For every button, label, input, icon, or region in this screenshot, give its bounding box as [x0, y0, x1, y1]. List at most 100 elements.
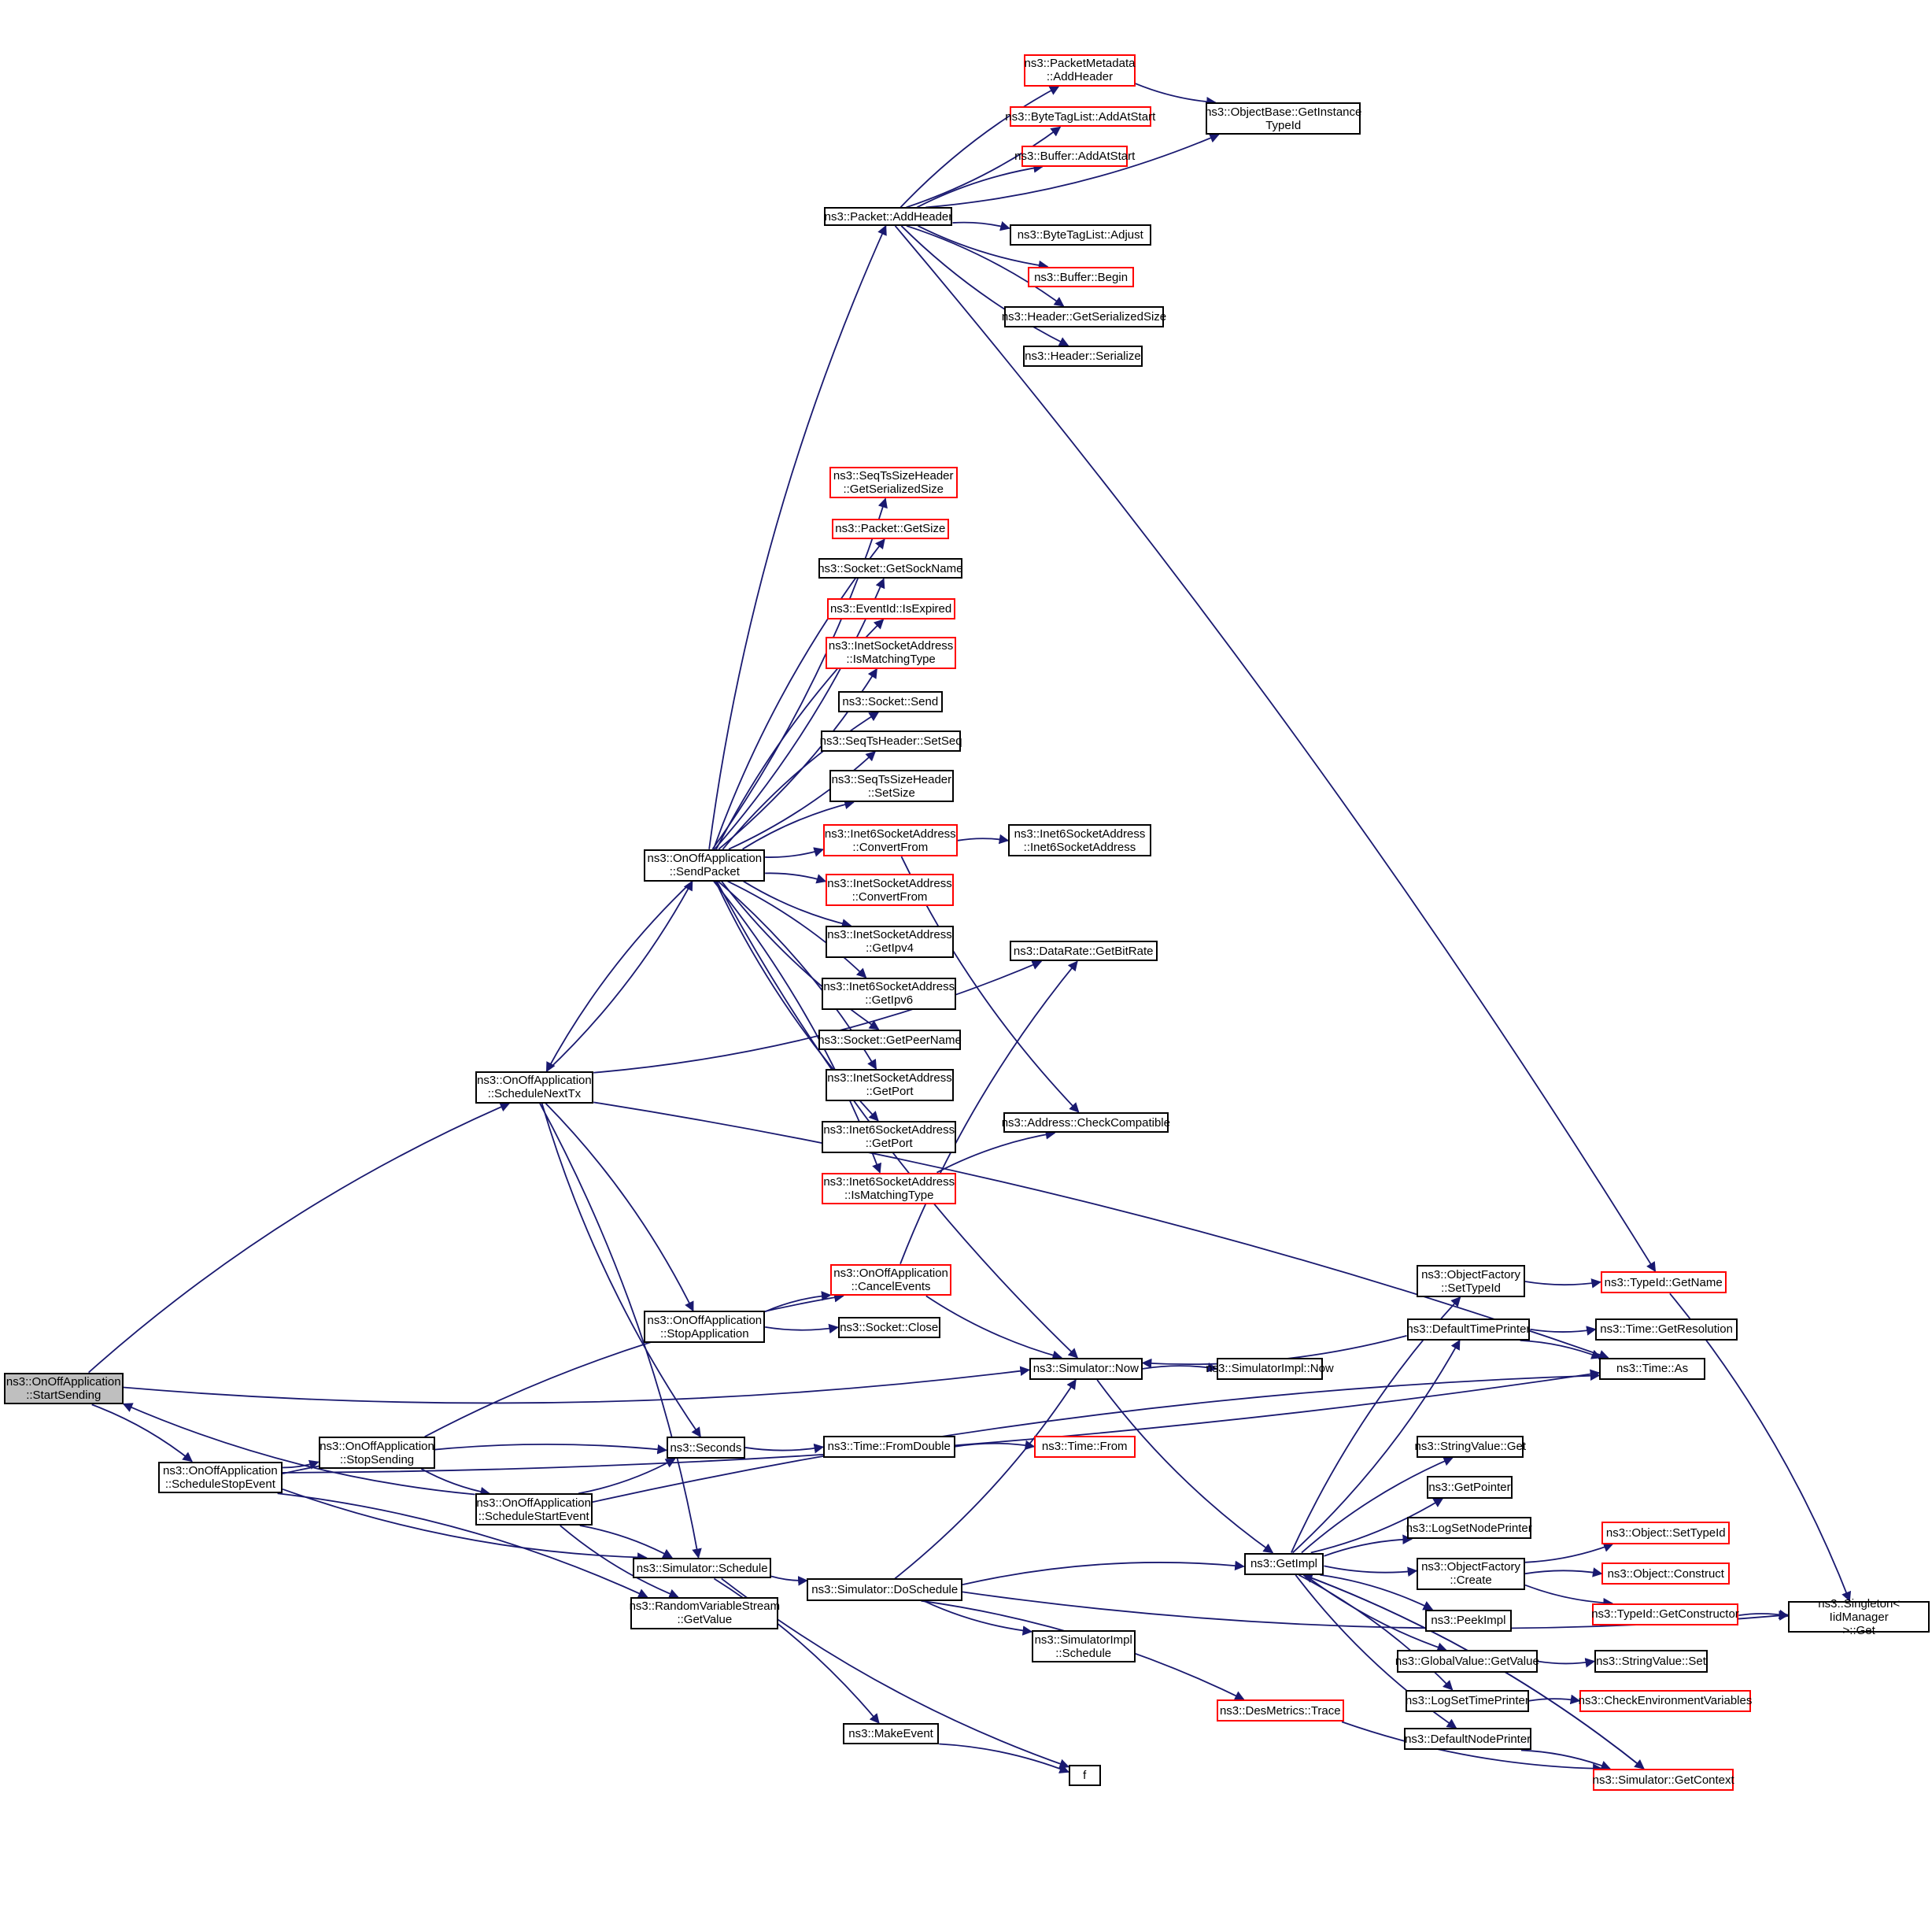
node-des-trace[interactable]: ns3::DesMetrics::Trace [1217, 1699, 1344, 1722]
node-addr-check-compat[interactable]: ns3::Address::CheckCompatible [1002, 1111, 1170, 1134]
node-sock-get-sock-name[interactable]: ns3::Socket::GetSockName [818, 557, 962, 579]
edge-logSetTimePrinter-to-checkEnvVars [1528, 1694, 1581, 1705]
node-sim-impl-schedule[interactable]: ns3::SimulatorImpl ::Schedule [1031, 1630, 1136, 1663]
node-time-from-double[interactable]: ns3::Time::FromDouble [822, 1435, 955, 1458]
edge-packetAddHeader-to-bufBegin [917, 225, 1049, 271]
node-schedule-stop-event[interactable]: ns3::OnOffApplication ::ScheduleStopEven… [157, 1461, 283, 1494]
node-schedule-start-event[interactable]: ns3::OnOffApplication ::ScheduleStartEve… [475, 1493, 593, 1526]
node-i6sa-ctor[interactable]: ns3::Inet6SocketAddress ::Inet6SocketAdd… [1008, 824, 1151, 857]
node-isa-is-matching[interactable]: ns3::InetSocketAddress ::IsMatchingType [825, 637, 957, 669]
edge-sendPacket-to-sthSetSeq [728, 751, 876, 850]
node-def-node-printer[interactable]: ns3::DefaultNodePrinter [1404, 1728, 1531, 1751]
edge-packetAddHeader-to-hdrSerialize [900, 225, 1069, 346]
node-isa-get-port[interactable]: ns3::InetSocketAddress ::GetPort [825, 1068, 955, 1101]
edge-scheduleNextTx-to-drGetBitRate [593, 960, 1043, 1074]
node-time-from[interactable]: ns3::Time::From [1033, 1435, 1136, 1458]
node-isa-convert-from[interactable]: ns3::InetSocketAddress ::ConvertFrom [825, 874, 955, 906]
edge-simSchedule-to-simDoSchedule [770, 1575, 808, 1586]
node-def-time-printer[interactable]: ns3::DefaultTimePrinter [1406, 1318, 1530, 1341]
edge-gvGetValue-to-svSet [1537, 1658, 1596, 1668]
edge-simSchedule-to-makeEvent [713, 1577, 880, 1724]
node-seconds[interactable]: ns3::Seconds [666, 1437, 746, 1459]
edge-sendPacket-to-isaConvertFrom [765, 872, 827, 884]
node-sim-schedule[interactable]: ns3::Simulator::Schedule [633, 1557, 771, 1579]
node-sim-impl-now[interactable]: ns3::SimulatorImpl::Now [1206, 1357, 1334, 1381]
node-cancel-events[interactable]: ns3::OnOffApplication ::CancelEvents [830, 1263, 951, 1296]
node-socket-close[interactable]: ns3::Socket::Close [837, 1317, 940, 1338]
edge-scheduleStopEvent-to-simSchedule [282, 1488, 648, 1563]
node-sim-get-context[interactable]: ns3::Simulator::GetContext [1593, 1768, 1734, 1792]
node-eid-is-expired[interactable]: ns3::EventId::IsExpired [826, 598, 955, 620]
node-sv-get[interactable]: ns3::StringValue::Get [1415, 1435, 1526, 1458]
node-sim-now[interactable]: ns3::Simulator::Now [1029, 1357, 1143, 1381]
edge-sendPacket-to-i6saConvertFrom [765, 847, 825, 858]
node-rvs-get-value[interactable]: ns3::RandomVariableStream ::GetValue [630, 1596, 780, 1629]
node-get-pointer[interactable]: ns3::GetPointer [1426, 1476, 1513, 1499]
node-i6sa-get-ipv6[interactable]: ns3::Inet6SocketAddress ::GetIpv6 [822, 977, 957, 1010]
node-log-set-time-printer[interactable]: ns3::LogSetTimePrinter [1406, 1689, 1529, 1712]
node-i6sa-is-matching[interactable]: ns3::Inet6SocketAddress ::IsMatchingType [822, 1172, 957, 1205]
node-stsh-get-ser-size[interactable]: ns3::SeqTsSizeHeader ::GetSerializedSize [829, 466, 958, 499]
node-ob-get-instance-type-id[interactable]: ns3::ObjectBase::GetInstance TypeId [1205, 102, 1361, 135]
edge-packetAddHeader-to-btlAddAtStart [906, 126, 1062, 209]
edge-packetAddHeader-to-pmAddHeader [900, 85, 1060, 209]
node-btl-add-at-start[interactable]: ns3::ByteTagList::AddAtStart [1005, 105, 1155, 128]
edge-getImpl-to-svGet [1301, 1456, 1454, 1554]
node-i6sa-get-port[interactable]: ns3::Inet6SocketAddress ::GetPort [822, 1120, 957, 1153]
edge-tidGetCtor-to-singletonGet [1738, 1609, 1790, 1620]
node-schedule-next-tx[interactable]: ns3::OnOffApplication ::ScheduleNextTx [475, 1071, 594, 1104]
node-buf-add-at-start[interactable]: ns3::Buffer::AddAtStart [1014, 146, 1135, 167]
node-of-create[interactable]: ns3::ObjectFactory ::Create [1417, 1557, 1526, 1590]
node-gv-get-value[interactable]: ns3::GlobalValue::GetValue [1395, 1650, 1539, 1673]
node-singleton-get[interactable]: ns3::Singleton< IidManager >::Get [1788, 1597, 1930, 1637]
node-dr-get-bit-rate[interactable]: ns3::DataRate::GetBitRate [1009, 940, 1158, 962]
edge-simDoSchedule-to-simNow [894, 1378, 1077, 1580]
node-start-sending[interactable]: ns3::OnOffApplication ::StartSending [3, 1372, 124, 1405]
edge-getImpl-to-peekImpl [1320, 1574, 1434, 1611]
node-pm-add-header[interactable]: ns3::PacketMetadata ::AddHeader [1024, 54, 1136, 87]
node-of-set-type-id[interactable]: ns3::ObjectFactory ::SetTypeId [1417, 1265, 1526, 1297]
node-obj-construct[interactable]: ns3::Object::Construct [1601, 1563, 1731, 1585]
node-tid-get-name[interactable]: ns3::TypeId::GetName [1600, 1271, 1727, 1294]
node-stop-application[interactable]: ns3::OnOffApplication ::StopApplication [644, 1311, 766, 1343]
node-time-as[interactable]: ns3::Time::As [1599, 1357, 1705, 1381]
node-f[interactable]: f [1068, 1765, 1101, 1786]
edge-scheduleStopEvent-to-stopSending [283, 1459, 320, 1470]
node-stop-sending[interactable]: ns3::OnOffApplication ::StopSending [318, 1437, 436, 1469]
edge-desTrace-to-simGetContext [1341, 1721, 1603, 1774]
edge-scheduleNextTx-to-seconds [541, 1103, 701, 1438]
edge-ofCreate-to-objConstruct [1524, 1567, 1603, 1577]
node-sv-set[interactable]: ns3::StringValue::Set [1594, 1650, 1709, 1673]
node-pkt-get-size[interactable]: ns3::Packet::GetSize [831, 518, 949, 540]
edge-seconds-to-timeFromDouble [744, 1443, 825, 1454]
edge-i6saConvertFrom-to-i6saCtor [957, 834, 1010, 845]
node-hdr-get-ser-size[interactable]: ns3::Header::GetSerializedSize [1002, 305, 1166, 327]
node-stsh-set-size[interactable]: ns3::SeqTsSizeHeader ::SetSize [829, 770, 955, 803]
node-hdr-serialize[interactable]: ns3::Header::Serialize [1022, 346, 1143, 367]
edge-makeEvent-to-f [939, 1743, 1070, 1773]
node-send-packet[interactable]: ns3::OnOffApplication ::SendPacket [644, 849, 766, 882]
node-sth-set-seq[interactable]: ns3::SeqTsHeader::SetSeq [820, 730, 962, 752]
node-i6sa-convert-from[interactable]: ns3::Inet6SocketAddress ::ConvertFrom [822, 824, 958, 857]
edge-getImpl-to-logSetNodePrinter [1324, 1534, 1413, 1557]
node-obj-set-type-id[interactable]: ns3::Object::SetTypeId [1601, 1522, 1731, 1544]
node-sim-do-schedule[interactable]: ns3::Simulator::DoSchedule [807, 1578, 963, 1601]
node-get-impl[interactable]: ns3::GetImpl [1243, 1552, 1324, 1575]
node-sock-send[interactable]: ns3::Socket::Send [837, 691, 943, 712]
edge-stopSending-to-scheduleStartEvent [420, 1468, 491, 1497]
edge-pmAddHeader-to-obGetInstanceTypeId [1135, 83, 1217, 107]
node-time-get-resolution[interactable]: ns3::Time::GetResolution [1595, 1318, 1738, 1341]
node-log-set-node-printer[interactable]: ns3::LogSetNodePrinter [1406, 1517, 1532, 1540]
node-make-event[interactable]: ns3::MakeEvent [842, 1722, 940, 1744]
node-btl-adjust[interactable]: ns3::ByteTagList::Adjust [1009, 224, 1151, 246]
node-peek-impl[interactable]: ns3::PeekImpl [1425, 1609, 1512, 1632]
node-packet-add-header[interactable]: ns3::Packet::AddHeader [824, 207, 953, 226]
node-tid-get-ctor[interactable]: ns3::TypeId::GetConstructor [1591, 1603, 1739, 1626]
edge-cancelEvents-to-drGetBitRate [900, 960, 1078, 1264]
edge-sendPacket-to-sockSend [722, 711, 880, 850]
node-buf-begin[interactable]: ns3::Buffer::Begin [1028, 266, 1134, 288]
node-check-env-vars[interactable]: ns3::CheckEnvironmentVariables [1579, 1689, 1752, 1712]
edge-scheduleNextTx-to-simSchedule [539, 1103, 702, 1559]
node-isa-get-ipv4[interactable]: ns3::InetSocketAddress ::GetIpv4 [825, 926, 955, 958]
node-sock-get-peer-name[interactable]: ns3::Socket::GetPeerName [818, 1029, 962, 1051]
